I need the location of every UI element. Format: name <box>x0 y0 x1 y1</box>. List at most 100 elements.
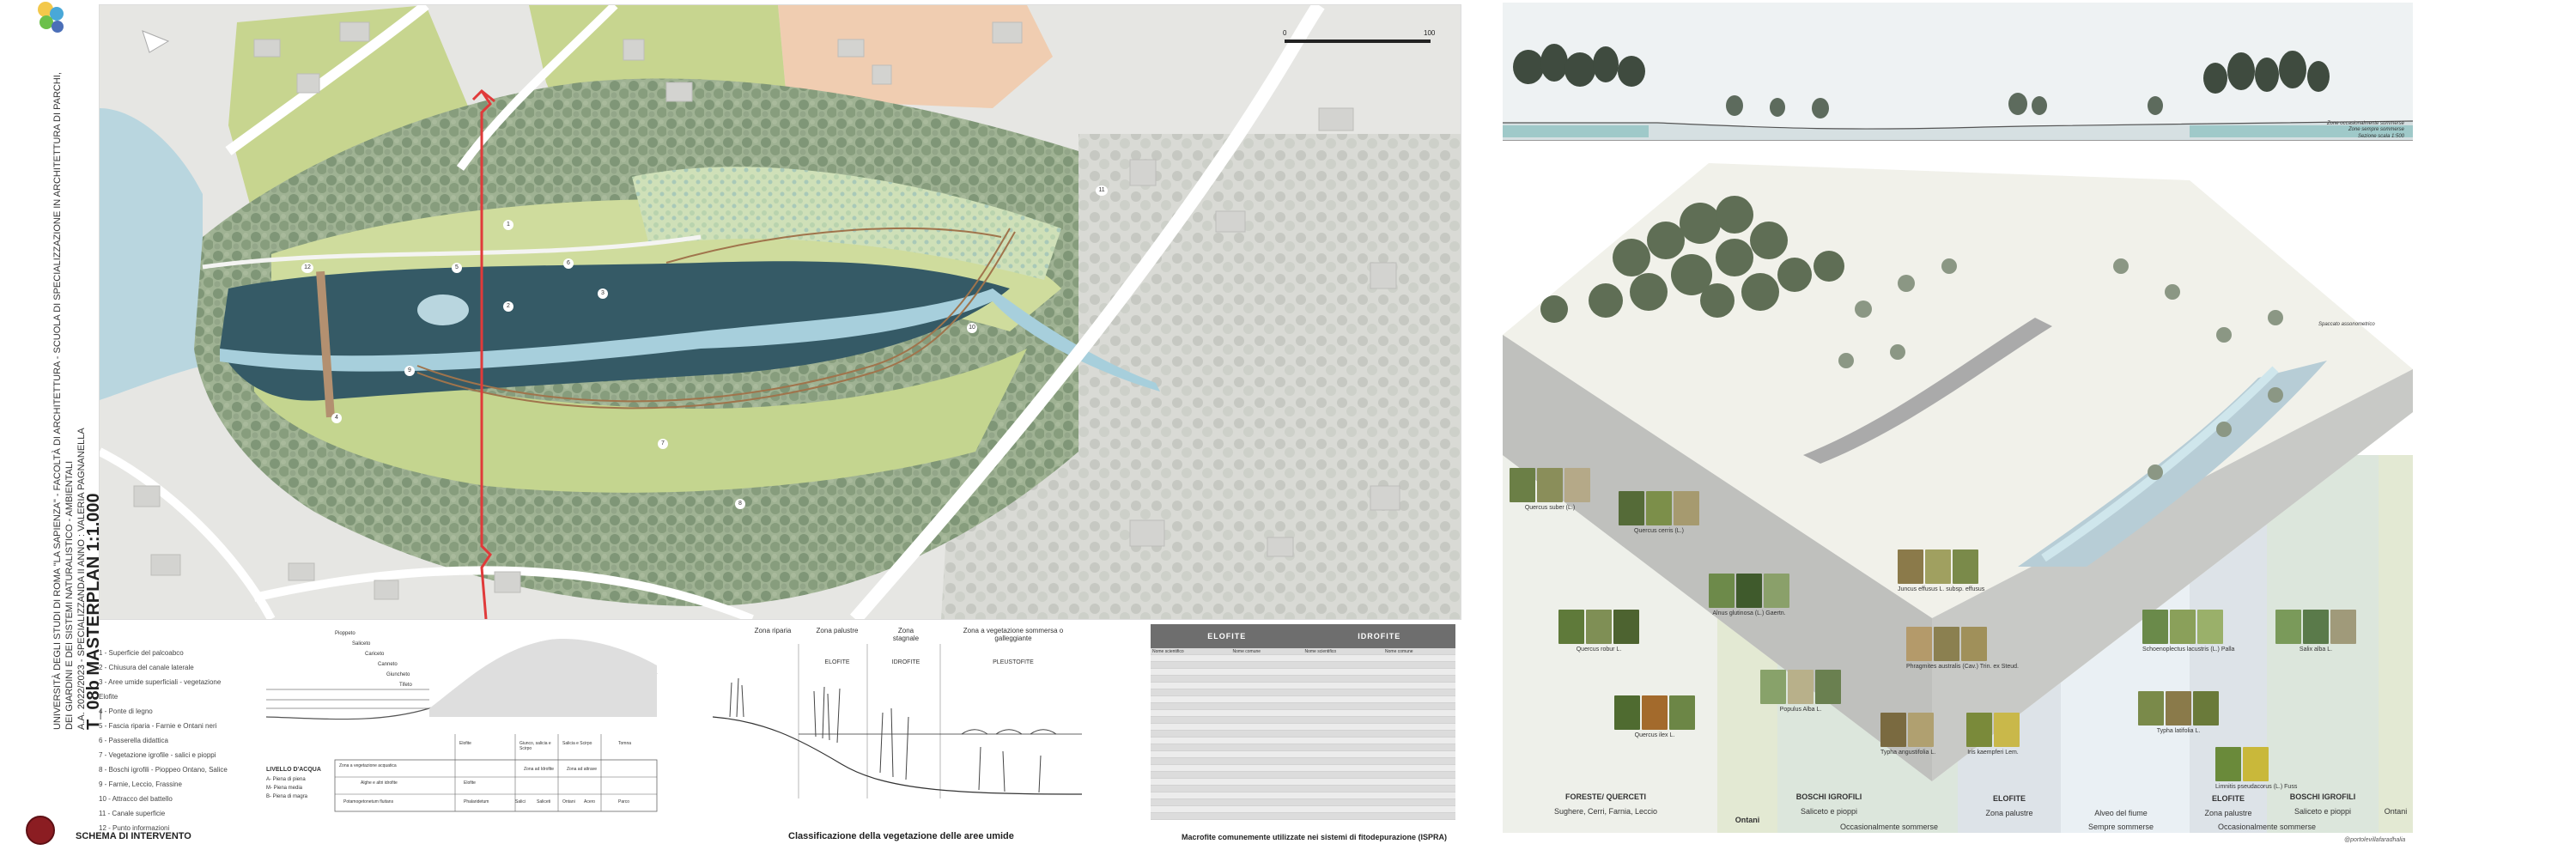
table-row <box>1151 771 1455 779</box>
zone-cell: Acero <box>584 799 596 804</box>
masterplan-map[interactable]: 0 100 1 2 3 4 5 6 7 8 9 10 11 12 <box>99 4 1461 620</box>
zone-cell: Potamogetonetum fluitans <box>343 799 394 804</box>
vertical-title: UNIVERSITÀ DEGLI STUDI DI ROMA "LA SAPIE… <box>52 60 103 730</box>
legend-item: 4 - Ponte di legno <box>99 707 153 715</box>
section-legend: Zone sempre sommerse <box>2348 127 2404 132</box>
plant-name: Quercus suber (L.) <box>1524 505 1576 511</box>
table-caption: Macrofite comunemente utilizzate nei sis… <box>1182 833 1448 841</box>
zone-column: Zona palustre <box>816 627 859 634</box>
zone-cell: Zona a vegetazione acquatica <box>339 763 397 768</box>
table-row <box>1151 689 1455 696</box>
table-subheader: Nome comune <box>1383 648 1455 655</box>
map-marker[interactable]: 10 <box>967 323 977 333</box>
plant-card: Populus Alba L. <box>1760 670 1841 713</box>
table-row <box>1151 716 1455 724</box>
section-legend: Sezione scala 1:500 <box>2357 134 2404 139</box>
water-level: A- Piena di piena <box>266 777 306 782</box>
zone-column: Zona stagnale <box>892 627 920 642</box>
map-marker[interactable]: 2 <box>503 301 513 312</box>
north-arrow-icon <box>142 30 170 53</box>
table-row <box>1151 675 1455 683</box>
table-row <box>1151 723 1455 731</box>
map-marker[interactable]: 5 <box>452 263 462 273</box>
plant-name: Schoenoplectus lacustris (L.) Palla <box>2142 647 2235 653</box>
title-strip <box>0 0 90 850</box>
band-label: Saliceto e pioppi <box>1800 807 1858 816</box>
map-legend: 1 - Superficie del palcoabco 2 - Chiusur… <box>99 646 228 832</box>
map-marker[interactable]: 8 <box>735 499 745 509</box>
legend-item: 12 - Punto informazioni <box>99 824 170 832</box>
band-label: BOSCHI IGROFILI <box>2289 792 2356 801</box>
band-label: BOSCHI IGROFILI <box>1795 792 1862 801</box>
table-row <box>1151 812 1455 820</box>
tree-label: Tifeto <box>399 683 412 688</box>
plant-card: Typha angustifolia L. <box>1880 713 1935 756</box>
map-marker[interactable]: 12 <box>301 263 313 273</box>
table-subheader: Nome scientifico <box>1303 648 1384 655</box>
plant-name: Typha angustifolia L. <box>1880 750 1936 756</box>
map-marker[interactable]: 7 <box>658 439 668 449</box>
plant-card: Iris kaempferi Lem. <box>1966 713 2020 756</box>
intervention-caption: SCHEMA DI INTERVENTO <box>76 831 191 841</box>
university-line: UNIVERSITÀ DEGLI STUDI DI ROMA "LA SAPIE… <box>52 72 75 730</box>
zone-cell: Elofite <box>464 780 476 786</box>
table-header: ELOFITE <box>1151 624 1303 648</box>
table-row <box>1151 744 1455 751</box>
cross-section: Zone occasionalmente sommerse Zone sempr… <box>1503 3 2413 141</box>
map-marker[interactable]: 1 <box>503 220 513 230</box>
table-row <box>1151 737 1455 744</box>
zone-cell: Ontani <box>562 799 575 804</box>
map-marker[interactable]: 4 <box>331 413 342 423</box>
zone-cell: Zona ad Idrofite <box>524 767 555 772</box>
map-marker[interactable]: 3 <box>598 288 608 299</box>
plant-name: Limnitis pseudacorus (L.) Fuss <box>2215 784 2298 790</box>
plant-card: Quercus robur L. <box>1558 610 1639 653</box>
plant-name: Quercus robur L. <box>1576 647 1622 653</box>
band-label: Ontani <box>1735 816 1760 824</box>
band-label: Ontani <box>2384 807 2408 816</box>
plant-name: Phragmites australis (Cav.) Trin. ex Ste… <box>1906 664 2019 670</box>
plant-card: Quercus cerris (L.) <box>1619 491 1699 534</box>
plant-name: Juncus effusus L. subsp. effusus <box>1898 586 1985 592</box>
map-marker[interactable]: 11 <box>1096 185 1108 196</box>
legend-item: 6 - Passerella didattica <box>99 737 168 744</box>
table-row <box>1151 668 1455 676</box>
table-row <box>1151 695 1455 703</box>
zone-subtitle: IDROFITE <box>891 659 920 665</box>
plant-name: Typha latifolia L. <box>2156 728 2201 734</box>
table-row <box>1151 798 1455 806</box>
zones-caption: Classificazione della vegetazione delle … <box>788 831 1014 841</box>
macrophyte-table: ELOFITE IDROFITE Nome scientifico Nome c… <box>1151 624 1455 820</box>
table-row <box>1151 805 1455 813</box>
table-row <box>1151 785 1455 792</box>
table-row <box>1151 764 1455 772</box>
zone-cell: Phalaridetum <box>464 799 489 804</box>
profile-drawing <box>265 639 658 812</box>
zone-column: Zona riparia <box>754 627 792 634</box>
scale-label-0: 0 <box>1283 29 1287 37</box>
map-drawing: 0 100 <box>100 5 1461 619</box>
table-row <box>1151 757 1455 765</box>
scale-label-100: 100 <box>1424 29 1436 37</box>
legend-item: 7 - Vegetazione igrofile - salici e piop… <box>99 751 216 759</box>
legend-item: 8 - Boschi igrofili - Pioppeo Ontano, Sa… <box>99 766 228 774</box>
table-row <box>1151 661 1455 669</box>
axonometric-cutaway: Spaccato assonometrico Quercus suber (L.… <box>1503 163 2413 833</box>
map-marker[interactable]: 9 <box>404 366 415 376</box>
zone-cell: Alghe e altri idrofite <box>361 780 398 786</box>
plant-card: Alnus glutinosa (L.) Gaertn. <box>1709 574 1789 616</box>
zone-cell: Tomna <box>618 741 632 746</box>
university-seal <box>26 816 55 845</box>
legend-item: 9 - Farnie, Leccio, Frassine <box>99 780 182 788</box>
plant-card: Quercus suber (L.) <box>1510 468 1590 511</box>
table-row <box>1151 702 1455 710</box>
plant-card: Typha latifolia L. <box>2138 691 2219 734</box>
legend-item: 3 - Aree umide superficiali - vegetazion… <box>99 678 222 701</box>
plant-name: Iris kaempferi Lem. <box>1967 750 2019 756</box>
legend-item: 11 - Canale superficie <box>99 810 166 817</box>
zone-cell: Salici <box>515 799 526 804</box>
map-marker[interactable]: 6 <box>563 258 574 269</box>
table-row <box>1151 750 1455 758</box>
band-label: Saliceto e pioppi <box>2293 807 2352 816</box>
plant-card: Phragmites australis (Cav.) Trin. ex Ste… <box>1906 627 2019 670</box>
